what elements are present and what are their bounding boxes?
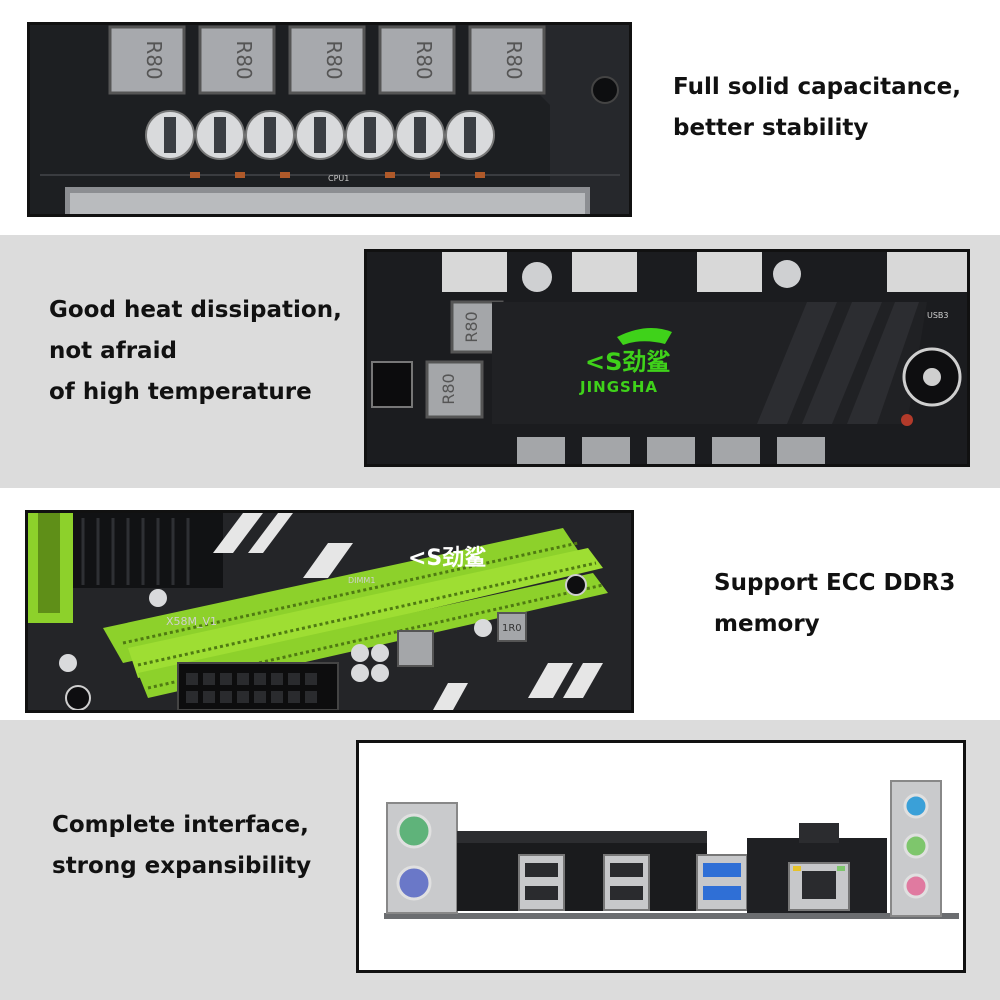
audio-line-in-jack — [903, 793, 929, 819]
ethernet-port — [788, 862, 850, 911]
caption-line: strong expansibility — [52, 853, 312, 879]
inductor-label: R80 — [462, 311, 481, 342]
caption-line: memory — [714, 611, 820, 637]
inductor-label: R80 — [232, 40, 256, 79]
ps2-mouse-port — [396, 813, 432, 849]
dimm-slot-label: DIMM1 — [348, 576, 375, 585]
inductor-label: 1R0 — [502, 623, 522, 634]
caption-line: Full solid capacitance, — [673, 74, 961, 100]
caption-ecc-memory: Support ECC DDR3 memory — [714, 563, 955, 645]
heatsink-logo: <S劲鲨 — [585, 348, 670, 376]
inductor-row: R80 R80 R80 R80 R80 — [108, 25, 546, 95]
caption-interface: Complete interface, strong expansibility — [52, 805, 311, 887]
caption-heat-dissipation: Good heat dissipation, not afraid of hig… — [49, 290, 342, 413]
heatsink: <S劲鲨 JINGSHA — [492, 302, 927, 424]
caption-line: Complete interface, — [52, 812, 309, 838]
rear-io-image — [356, 740, 966, 973]
inductor-label: R80 — [142, 40, 166, 79]
memory-slots-image: <S劲鲨 X58M_V1 DIMM1 1R0 — [25, 510, 634, 713]
caption-line: Good heat dissipation, — [49, 297, 342, 323]
caption-line: not afraid — [49, 338, 177, 364]
capacitor-closeup-image: R80 R80 R80 R80 R80 CPU1 — [27, 22, 632, 217]
inductor-label: R80 — [322, 40, 346, 79]
caption-line: of high temperature — [49, 379, 312, 405]
board-model-label: X58M_V1 — [166, 615, 217, 628]
board-logo: <S劲鲨 — [408, 546, 486, 571]
inductor-label: R80 — [412, 40, 436, 79]
usb3-silkscreen-label: USB3 — [927, 311, 949, 320]
caption-line: better stability — [673, 115, 869, 141]
inductor-label: R80 — [502, 40, 526, 79]
cpu-silkscreen-label: CPU1 — [328, 174, 349, 183]
heatsink-brand-text: JINGSHA — [579, 378, 658, 396]
usb3-port-stack — [696, 854, 748, 911]
usb2-port-stack — [518, 854, 565, 911]
audio-mic-jack — [903, 873, 929, 899]
audio-line-out-jack — [903, 833, 929, 859]
inductor-label: R80 — [439, 373, 458, 404]
caption-capacitance: Full solid capacitance, better stability — [673, 67, 961, 149]
usb2-port-stack — [603, 854, 650, 911]
ps2-keyboard-port — [396, 865, 432, 901]
heatsink-closeup-image: R80 R80 <S劲鲨 JINGSHA USB3 — [364, 249, 970, 467]
caption-line: Support ECC DDR3 — [714, 570, 956, 596]
capacitor-row — [145, 110, 495, 160]
